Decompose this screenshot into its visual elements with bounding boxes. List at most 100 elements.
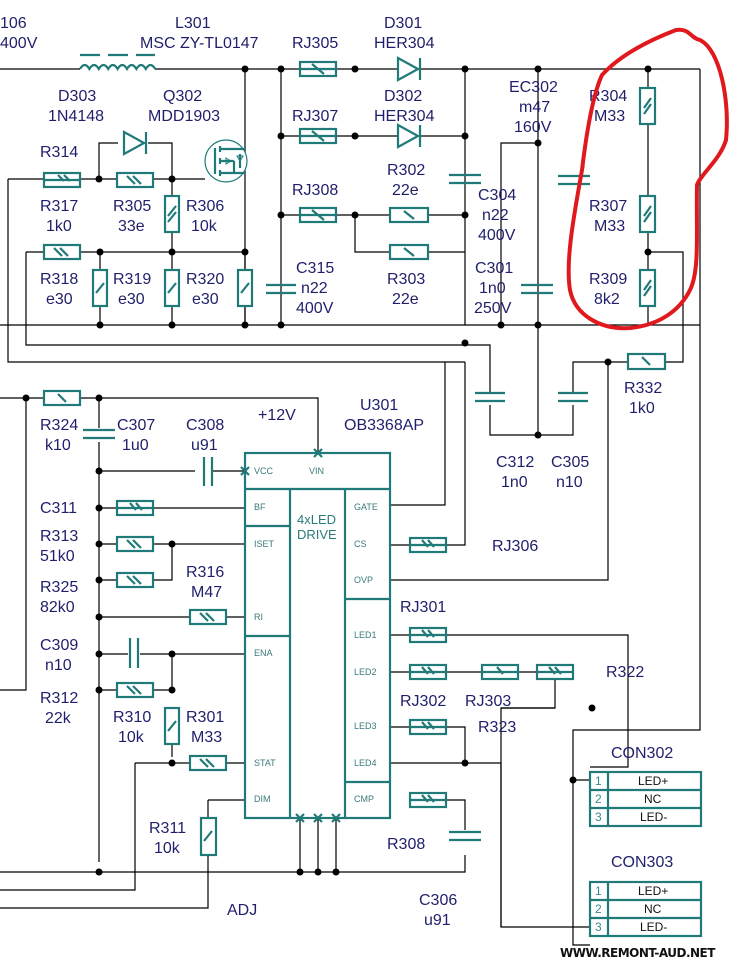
resistor-R309[interactable]	[638, 268, 657, 308]
label-RJ307: RJ307	[292, 108, 338, 125]
capacitor-C305[interactable]	[558, 391, 588, 403]
label-D302-ref: D302	[384, 88, 422, 105]
label-C305-ref: C305	[551, 454, 589, 471]
resistor-R320[interactable]	[236, 268, 254, 308]
resistor-R306[interactable]	[163, 194, 181, 234]
jumper-RJ301[interactable]	[408, 626, 448, 644]
label-R306-value: 10k	[191, 218, 218, 235]
resistor-R322[interactable]	[535, 663, 575, 681]
inductor-L301[interactable]	[79, 53, 157, 72]
capacitor-C301[interactable]	[521, 283, 553, 295]
label-C301-value: 1n0	[479, 280, 506, 297]
label-R319-ref: R319	[113, 271, 151, 288]
resistor-R308[interactable]	[408, 791, 448, 809]
label-Q302-ref: Q302	[163, 88, 202, 105]
label-R319-value: e30	[118, 291, 145, 308]
resistor-R314[interactable]	[42, 171, 82, 189]
resistor-R318[interactable]	[91, 268, 109, 308]
resistor-R302[interactable]	[388, 206, 430, 224]
label-RJ308: RJ308	[292, 182, 338, 199]
label-R332-ref: R332	[624, 380, 662, 397]
label-C304-voltage: 400V	[478, 227, 516, 244]
label-fragment-1: 106	[0, 15, 27, 32]
connector-CON302[interactable]: 1 2 3 LED+ NC LED-	[588, 770, 703, 828]
label-R303-value: 22e	[392, 291, 419, 308]
capacitor-C304[interactable]	[449, 173, 481, 185]
resistor-R332[interactable]	[626, 352, 667, 371]
capacitor-EC302[interactable]: +	[558, 162, 590, 186]
jumper-RJ303[interactable]	[480, 663, 520, 681]
resistor-R317[interactable]	[42, 243, 82, 261]
jumper-RJ307[interactable]	[298, 127, 338, 145]
label-L301-ref: L301	[175, 15, 211, 32]
label-C305-value: n10	[556, 474, 583, 491]
connector-CON303[interactable]: 1 2 3 LED+ NC LED-	[588, 880, 703, 938]
label-R308: R308	[387, 836, 425, 853]
jumper-RJ302[interactable]	[408, 663, 448, 681]
component-C311[interactable]	[115, 499, 155, 517]
label-R307-ref: R307	[589, 198, 627, 215]
resistor-R316[interactable]	[188, 608, 228, 626]
pin-stat: STAT	[254, 758, 276, 768]
label-C306-value: u91	[424, 912, 451, 929]
diode-D303[interactable]	[122, 130, 148, 156]
resistor-R323[interactable]	[408, 718, 448, 736]
pin-bf: BF	[254, 502, 266, 512]
label-EC302-value: m47	[519, 99, 550, 116]
junction-dots	[22, 65, 652, 876]
resistor-R303[interactable]	[388, 243, 430, 261]
label-fragment-2: 400V	[0, 35, 38, 52]
resistor-R313[interactable]	[115, 535, 155, 553]
label-R323: R323	[478, 719, 516, 736]
label-D301-value: HER304	[374, 35, 435, 52]
resistor-R312[interactable]	[115, 681, 155, 699]
pin-dim: DIM	[254, 794, 271, 804]
label-RJ301: RJ301	[400, 599, 446, 616]
wires	[0, 68, 701, 946]
jumper-RJ308[interactable]	[298, 206, 338, 224]
resistor-R324[interactable]	[42, 389, 82, 407]
label-C308-value: u91	[191, 437, 218, 454]
jumper-RJ305[interactable]	[298, 60, 338, 78]
label-EC302-voltage: 160V	[514, 119, 552, 136]
label-R322: R322	[606, 664, 644, 681]
resistor-R325[interactable]	[115, 571, 155, 589]
capacitor-C308[interactable]	[202, 457, 214, 486]
con303-pin3-num: 3	[595, 920, 602, 934]
resistor-R319[interactable]	[163, 268, 181, 308]
label-C315-ref: C315	[296, 260, 334, 277]
ic-U301[interactable]: VCC VIN BF ISET RI ENA STAT DIM GATE CS …	[240, 448, 392, 823]
resistor-R301[interactable]	[163, 706, 181, 746]
pin-gate: GATE	[354, 502, 378, 512]
label-R309-value: 8k2	[594, 291, 620, 308]
con303-pin2-num: 2	[595, 902, 602, 916]
diode-D302[interactable]	[396, 123, 422, 149]
label-R318-ref: R318	[40, 271, 78, 288]
label-C309-value: n10	[45, 657, 72, 674]
resistor-R305[interactable]	[115, 171, 155, 189]
label-R320-value: e30	[192, 291, 219, 308]
mosfet-Q302[interactable]	[204, 139, 248, 183]
resistor-R304[interactable]	[638, 86, 657, 126]
capacitor-C306[interactable]	[449, 830, 481, 842]
label-D303-ref: D303	[58, 88, 96, 105]
resistor-R307[interactable]	[638, 194, 657, 234]
label-R301-ref: R301	[186, 709, 224, 726]
jumper-RJ306[interactable]	[408, 536, 448, 554]
capacitor-C309[interactable]	[128, 638, 140, 668]
capacitor-C307[interactable]	[83, 428, 115, 440]
label-R313-ref: R313	[40, 528, 78, 545]
label-R306-ref: R306	[186, 198, 224, 215]
label-R318-value: e30	[46, 291, 73, 308]
label-C308-ref: C308	[186, 417, 224, 434]
label-R317-ref: R317	[40, 198, 78, 215]
label-R302-ref: R302	[387, 162, 425, 179]
con302-pin1-name: LED+	[638, 774, 668, 788]
label-CON303: CON303	[611, 854, 673, 871]
diode-D301[interactable]	[396, 56, 422, 82]
resistor-R310[interactable]	[188, 754, 228, 772]
pin-led2: LED2	[354, 667, 377, 677]
capacitor-C315[interactable]	[266, 283, 296, 295]
capacitor-C312[interactable]	[475, 391, 505, 403]
resistor-R311[interactable]	[199, 816, 218, 857]
